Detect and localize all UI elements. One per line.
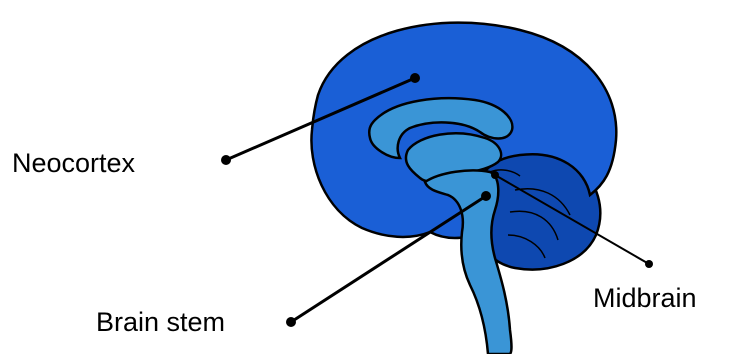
brain-stem-label: Brain stem xyxy=(96,309,225,336)
neocortex-leader-dot-outer xyxy=(221,155,231,165)
brain-stem-leader-dot-outer xyxy=(286,317,296,327)
brain-stem-leader-dot-inner xyxy=(481,191,491,201)
midbrain-label: Midbrain xyxy=(593,285,697,312)
midbrain-leader-dot-inner xyxy=(491,171,499,179)
midbrain-leader-dot-outer xyxy=(645,260,653,268)
neocortex-leader-dot-inner xyxy=(410,73,420,83)
neocortex-label: Neocortex xyxy=(12,150,135,177)
